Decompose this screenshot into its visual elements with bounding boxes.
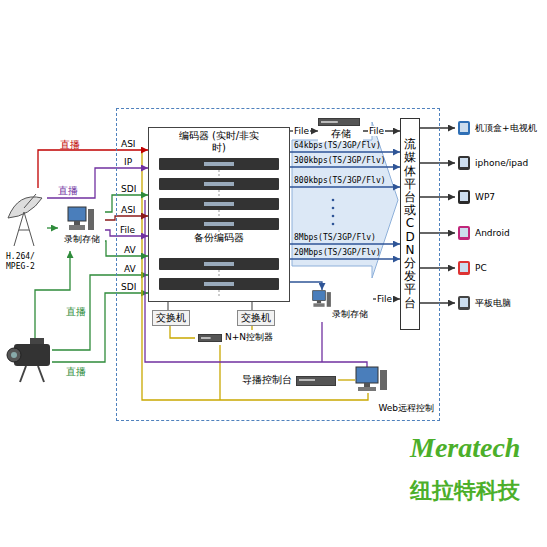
node-text: 导播控制台 bbox=[242, 374, 292, 386]
connector bbox=[420, 267, 455, 268]
node-text: WP7 bbox=[475, 189, 495, 205]
storage-box: 存储 bbox=[318, 118, 363, 142]
port-label: SDI bbox=[121, 184, 136, 194]
remote-control-region: Web远程控制 编码器 (实时/非实时) 备份编码器 存储录制存储 交换机 交换机 N+N控… bbox=[116, 108, 440, 421]
phone-device: Android bbox=[455, 223, 512, 243]
node-text: 交换机 bbox=[241, 312, 271, 324]
connector bbox=[290, 151, 400, 152]
bitrate-label: 300kbps(TS/3GP/Flv) bbox=[294, 156, 386, 166]
dev-icon bbox=[456, 295, 472, 311]
node-text: 存储 bbox=[318, 128, 363, 140]
recorder-pc: 录制存储 bbox=[310, 290, 373, 322]
node-text: 录制存储 bbox=[58, 234, 105, 245]
connector bbox=[420, 127, 455, 128]
signal-label: 直播 bbox=[66, 366, 86, 377]
dev-icon bbox=[456, 260, 472, 276]
connector bbox=[105, 241, 148, 256]
connector bbox=[167, 302, 168, 310]
ellipsis-dots bbox=[332, 199, 335, 226]
connector bbox=[105, 216, 148, 220]
node-text: N+N控制器 bbox=[225, 332, 273, 343]
port-label: ASI bbox=[121, 205, 136, 215]
encoder-rack: 编码器 (实时/非实时) 备份编码器 bbox=[148, 127, 290, 302]
signal-label: 直播 bbox=[58, 185, 78, 196]
connector bbox=[251, 302, 252, 310]
camera-wires bbox=[35, 251, 148, 362]
bitrate-label: 8Mbps(TS/3GP/Flv) bbox=[294, 233, 376, 243]
port-label: File bbox=[120, 225, 135, 235]
connector bbox=[290, 186, 400, 187]
connector bbox=[420, 162, 455, 163]
pc-device: PC bbox=[455, 258, 489, 278]
connector bbox=[47, 227, 58, 228]
network-switch: 交换机 bbox=[237, 310, 275, 326]
network-switch: 交换机 bbox=[152, 310, 190, 326]
node-text: 平板电脑 bbox=[475, 295, 511, 311]
connector bbox=[170, 326, 195, 338]
connector bbox=[47, 168, 148, 198]
node-text: Web远程控制 bbox=[117, 403, 439, 414]
connector bbox=[420, 232, 455, 233]
node-text: 交换机 bbox=[156, 312, 186, 324]
node-text: 流媒体平台或CDN分发平台 bbox=[404, 138, 416, 309]
node-text: iphone/ipad bbox=[475, 155, 528, 171]
dev-icon bbox=[456, 189, 472, 205]
dev-icon bbox=[456, 120, 472, 136]
node-text: 机顶盒+电视机 bbox=[475, 120, 537, 136]
tablet-device: 平板电脑 bbox=[455, 293, 513, 313]
rack-icon bbox=[149, 128, 289, 301]
node-text: 录制存储 bbox=[332, 309, 373, 320]
camera-icon bbox=[7, 338, 50, 382]
port-label: IP bbox=[124, 157, 132, 167]
logo-text: 纽拉特科技 bbox=[410, 478, 520, 504]
pcS-icon bbox=[312, 290, 332, 308]
port-label: ASI bbox=[121, 139, 136, 149]
pcL-icon bbox=[67, 206, 95, 232]
node-text: Android bbox=[475, 225, 510, 241]
bitrate-label: 64kbps(TS/3GP/Flv) bbox=[294, 141, 381, 151]
node-text: 备份编码器 bbox=[191, 232, 247, 244]
tablet-device: iphone/ipad bbox=[455, 153, 530, 173]
port-label: File bbox=[376, 294, 393, 304]
port-label: File bbox=[293, 126, 310, 136]
connector bbox=[290, 243, 400, 244]
port-label: SDI bbox=[121, 282, 136, 292]
bitrate-label: 20Mbps(TS/3GP/Flv) bbox=[294, 248, 381, 258]
connector bbox=[420, 302, 455, 303]
output-band bbox=[292, 122, 398, 278]
dish-icon bbox=[2, 188, 47, 250]
recorder-pc: 录制存储 bbox=[58, 206, 105, 250]
bitrate-label: 800kbps(TS/3GP/Flv) bbox=[294, 176, 386, 186]
web-control-pc bbox=[356, 367, 387, 391]
connector bbox=[290, 258, 400, 259]
dev-icon bbox=[456, 155, 472, 171]
controller-box: N+N控制器 bbox=[195, 330, 276, 345]
signal-label: 直播 bbox=[66, 306, 86, 317]
sbar-icon bbox=[318, 118, 360, 126]
port-label: File bbox=[368, 126, 385, 136]
connector bbox=[290, 166, 400, 167]
connector bbox=[290, 282, 322, 290]
connector bbox=[38, 150, 148, 188]
logo-wordmark: Meratech bbox=[410, 432, 520, 464]
node-text: H.264/MPEG-2 bbox=[6, 252, 36, 272]
node-text: 编码器 (实时/非实时) bbox=[174, 130, 264, 154]
satellite-dish: H.264/MPEG-2 bbox=[2, 188, 47, 278]
phone-device: WP7 bbox=[455, 187, 497, 207]
cbar-icon bbox=[296, 376, 336, 386]
node-text: PC bbox=[475, 260, 487, 276]
platform-band: 流媒体平台或CDN分发平台 bbox=[400, 118, 420, 330]
port-label: AV bbox=[124, 245, 136, 255]
dev-icon bbox=[456, 225, 472, 241]
nbar-icon bbox=[198, 334, 222, 342]
tv-device: 机顶盒+电视机 bbox=[455, 118, 539, 138]
console-box: 导播控制台 bbox=[240, 372, 338, 388]
port-label: AV bbox=[124, 264, 136, 274]
connector bbox=[420, 196, 455, 197]
signal-label: 直播 bbox=[60, 139, 80, 150]
